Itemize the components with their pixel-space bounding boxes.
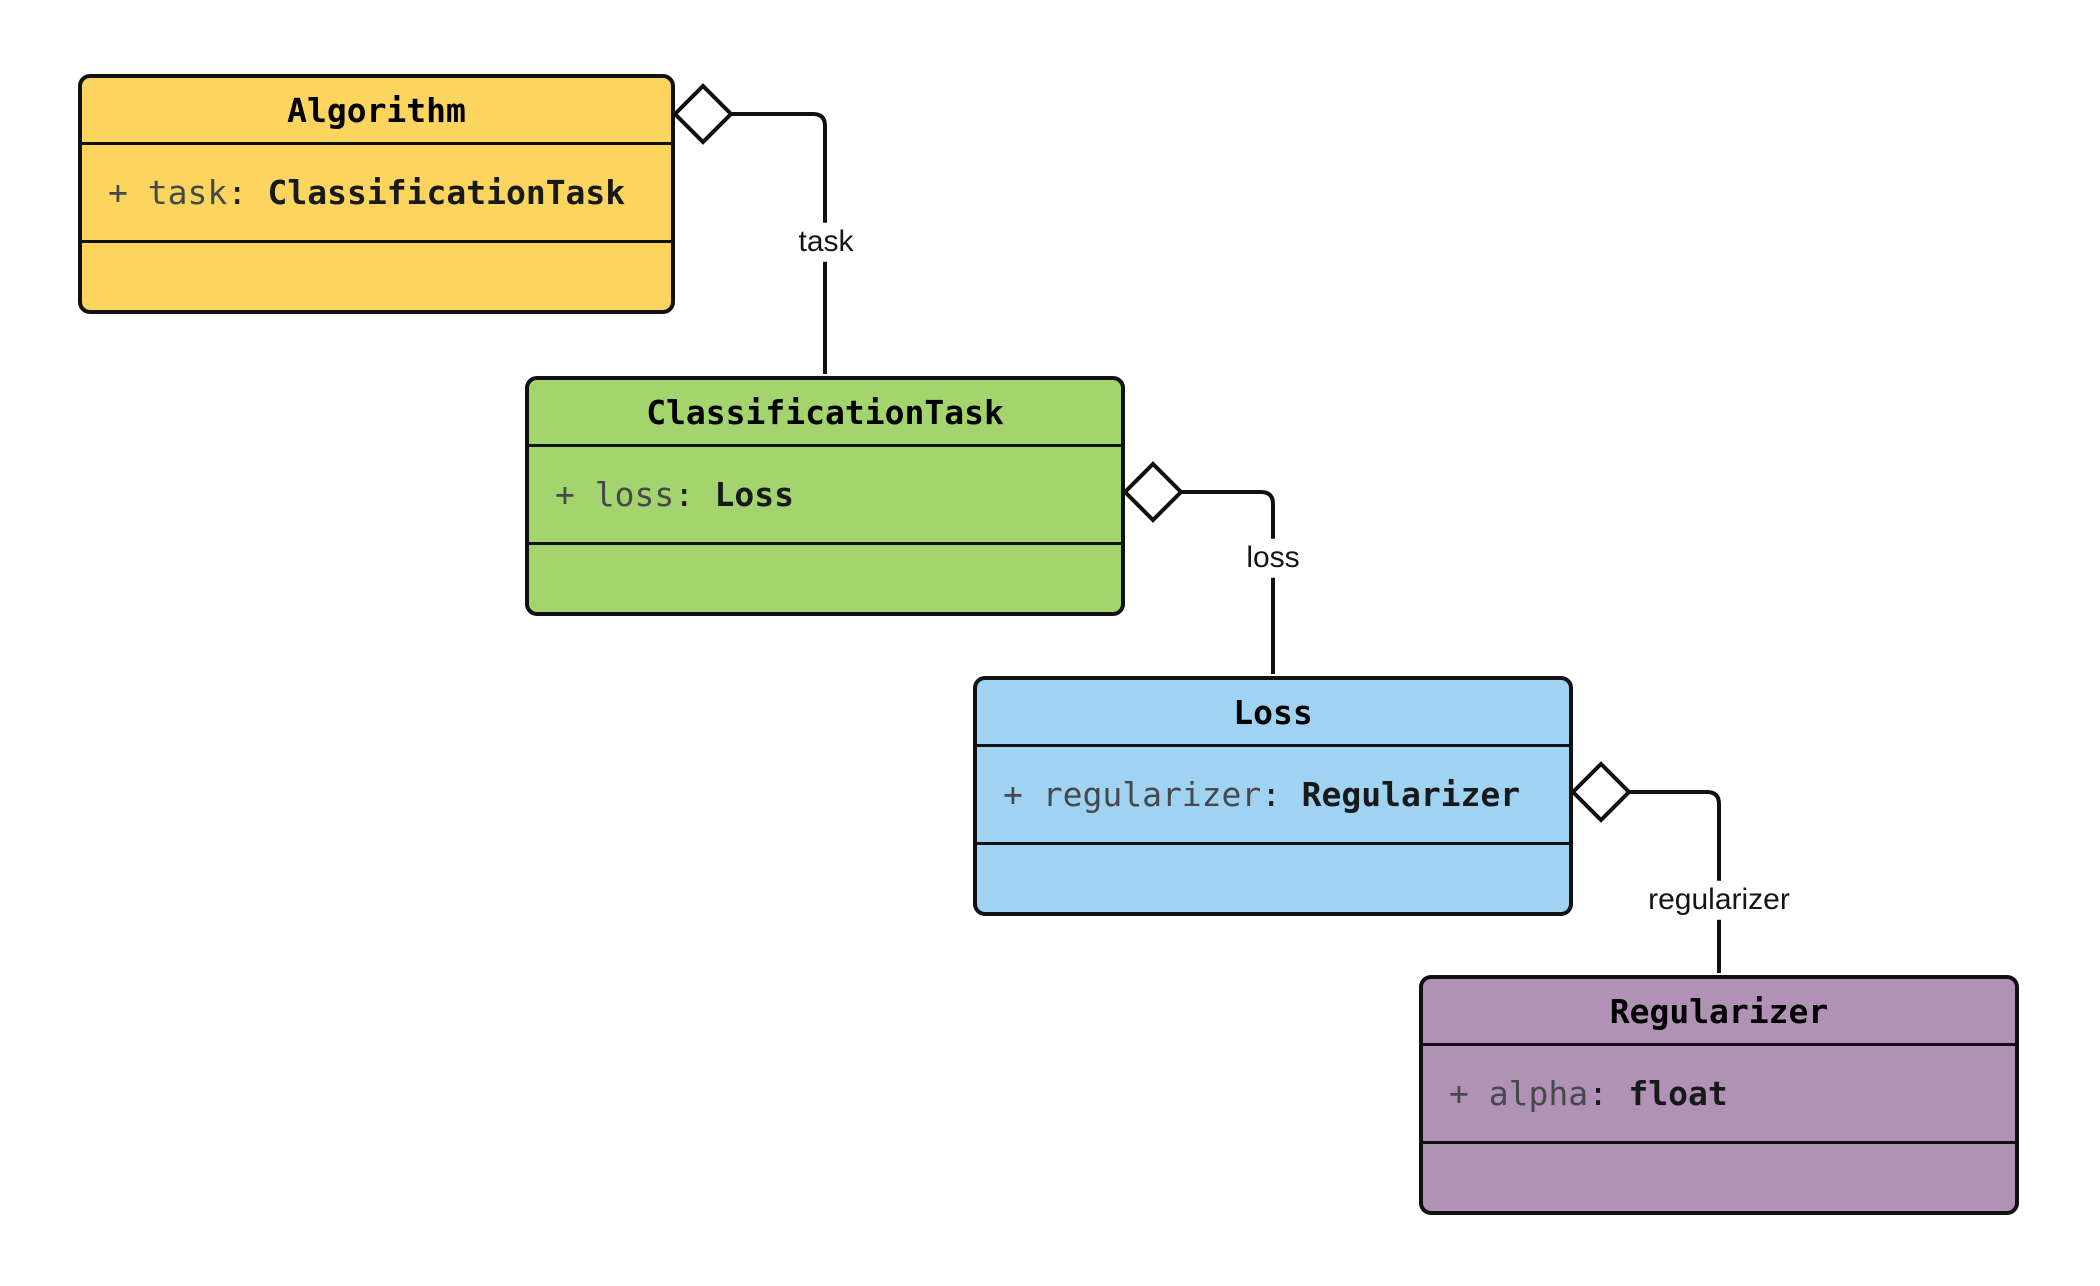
edge-line: [1181, 490, 1275, 674]
class-box-loss: Loss + regularizer: Regularizer: [973, 676, 1573, 916]
aggregation-diamond-icon: [1122, 461, 1184, 523]
aggregation-diamond-icon: [1570, 761, 1632, 823]
class-attributes: + regularizer: Regularizer: [977, 744, 1569, 842]
aggregation-diamond-icon: [672, 83, 734, 145]
attribute-type: ClassificationTask: [267, 173, 626, 212]
class-methods-empty: [1423, 1141, 2015, 1211]
class-methods-empty: [529, 542, 1121, 612]
attribute-colon: :: [1588, 1074, 1608, 1113]
attribute-name: + task: [108, 173, 228, 212]
class-title: ClassificationTask: [646, 392, 1004, 432]
class-title: Loss: [1233, 692, 1313, 732]
class-box-regularizer: Regularizer + alpha: float: [1419, 975, 2019, 1215]
attribute-type: Loss: [714, 475, 795, 514]
attribute-type: float: [1628, 1074, 1728, 1113]
attribute-name: + alpha: [1449, 1074, 1589, 1113]
class-box-classificationtask: ClassificationTask + loss: Loss: [525, 376, 1125, 616]
edge-label-regularizer: regularizer: [1639, 880, 1799, 920]
attribute-type: Regularizer: [1301, 775, 1521, 814]
edge-regularizer: [1570, 761, 1721, 973]
class-attributes: + task: ClassificationTask: [82, 142, 671, 240]
attribute-colon: :: [227, 173, 248, 212]
attribute-colon: :: [674, 475, 695, 514]
attribute-name: + regularizer: [1003, 775, 1262, 814]
class-title: Algorithm: [287, 90, 466, 130]
edge-label-loss: loss: [1237, 538, 1309, 578]
edge-label-task: task: [789, 222, 863, 262]
class-methods-empty: [82, 240, 671, 310]
class-box-algorithm: Algorithm + task: ClassificationTask: [78, 74, 675, 314]
attribute-name: + loss: [555, 475, 675, 514]
class-attributes: + alpha: float: [1423, 1043, 2015, 1141]
class-attributes: + loss: Loss: [529, 444, 1121, 542]
class-methods-empty: [977, 842, 1569, 912]
class-title: Regularizer: [1609, 991, 1829, 1031]
attribute-colon: :: [1261, 775, 1282, 814]
